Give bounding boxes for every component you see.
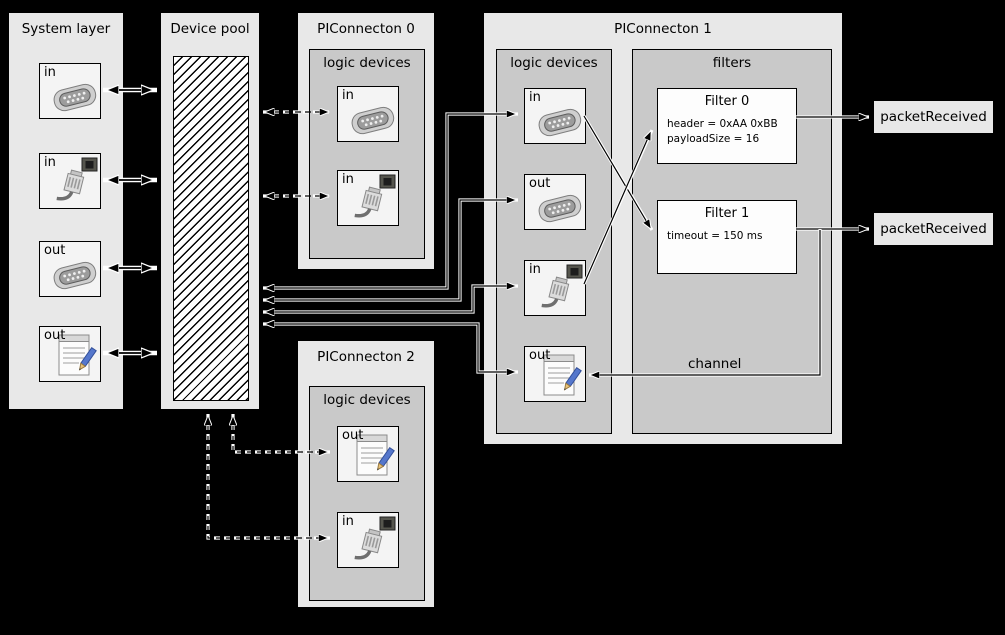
- logic-devices-title: logic devices: [323, 55, 411, 71]
- device-label: in: [44, 65, 56, 80]
- device-label: out: [529, 348, 551, 363]
- piconnecton-1-title: PIConnecton 1: [614, 21, 712, 37]
- device-cell-out-serial: out: [39, 241, 101, 297]
- filters-title: filters: [712, 55, 752, 71]
- piconnecton-0-title: PIConnecton 0: [317, 21, 415, 37]
- filter-0-param-header: header = 0xAA 0xBB: [667, 118, 778, 130]
- device-label: out: [529, 176, 551, 191]
- device-label: in: [342, 88, 354, 103]
- piconnecton-1-logic-devices: logic devices in out in out: [496, 49, 612, 434]
- serial-port-icon: [40, 242, 100, 296]
- serial-port-icon: [525, 175, 585, 229]
- piconnecton-0-box: PIConnecton 0 logic devices in in: [297, 12, 435, 270]
- system-layer-box: System layer in in out out: [8, 12, 124, 410]
- serial-port-icon: [525, 89, 585, 143]
- piconnecton-1-filters: filters Filter 0 header = 0xAA 0xBB payl…: [632, 49, 832, 434]
- device-label: in: [342, 514, 354, 529]
- filter-0-param-payloadsize: payloadSize = 16: [667, 133, 760, 145]
- serial-port-icon: [40, 64, 100, 118]
- device-pool-box: Device pool: [160, 12, 260, 410]
- device-pool-hatch-area: [173, 56, 249, 401]
- device-cell-in-ethernet: in: [524, 260, 586, 316]
- device-label: out: [342, 428, 364, 443]
- filter-0-title: Filter 0: [704, 94, 750, 109]
- device-label: out: [44, 328, 66, 343]
- logic-devices-title: logic devices: [323, 392, 411, 408]
- device-cell-out-notepad: out: [524, 346, 586, 402]
- filter-1-box: Filter 1 timeout = 150 ms: [657, 200, 797, 274]
- device-label: out: [44, 243, 66, 258]
- piconnecton-2-title: PIConnecton 2: [317, 349, 415, 365]
- arrow-pool-pic1-in-ethernet: [263, 286, 518, 312]
- filter-1-title: Filter 1: [704, 206, 750, 221]
- device-cell-in-serial: in: [39, 63, 101, 119]
- packet-received-badge-0: packetReceived: [873, 100, 994, 134]
- filter-0-box: Filter 0 header = 0xAA 0xBB payloadSize …: [657, 88, 797, 164]
- device-cell-in-ethernet: in: [337, 170, 399, 226]
- device-cell-in-ethernet: in: [39, 153, 101, 209]
- ethernet-icon: [525, 261, 585, 315]
- device-label: in: [342, 172, 354, 187]
- packet-received-badge-1: packetReceived: [873, 212, 994, 246]
- piconnecton-2-box: PIConnecton 2 logic devices out in: [297, 340, 435, 608]
- channel-label: channel: [688, 356, 742, 372]
- notepad-icon: [40, 327, 100, 381]
- system-layer-title: System layer: [21, 21, 111, 37]
- ethernet-icon: [338, 513, 398, 567]
- notepad-icon: [525, 347, 585, 401]
- notepad-icon: [338, 427, 398, 481]
- device-cell-out-notepad: out: [337, 426, 399, 482]
- device-label: in: [44, 155, 56, 170]
- device-cell-in-serial: in: [337, 86, 399, 142]
- packet-received-label: packetReceived: [880, 221, 987, 237]
- device-cell-out-notepad: out: [39, 326, 101, 382]
- device-cell-in-ethernet: in: [337, 512, 399, 568]
- device-label: in: [529, 262, 541, 277]
- filter-1-param-timeout: timeout = 150 ms: [667, 230, 763, 242]
- device-pool-title: Device pool: [170, 21, 250, 37]
- device-cell-in-serial: in: [524, 88, 586, 144]
- device-cell-out-serial: out: [524, 174, 586, 230]
- ethernet-icon: [40, 154, 100, 208]
- logic-devices-title: logic devices: [510, 55, 598, 71]
- piconnecton-2-logic-devices: logic devices out in: [309, 386, 425, 601]
- piconnecton-1-box: PIConnecton 1 logic devices in out in ou…: [483, 12, 843, 445]
- packet-received-label: packetReceived: [880, 109, 987, 125]
- device-label: in: [529, 90, 541, 105]
- piconnecton-0-logic-devices: logic devices in in: [309, 49, 425, 259]
